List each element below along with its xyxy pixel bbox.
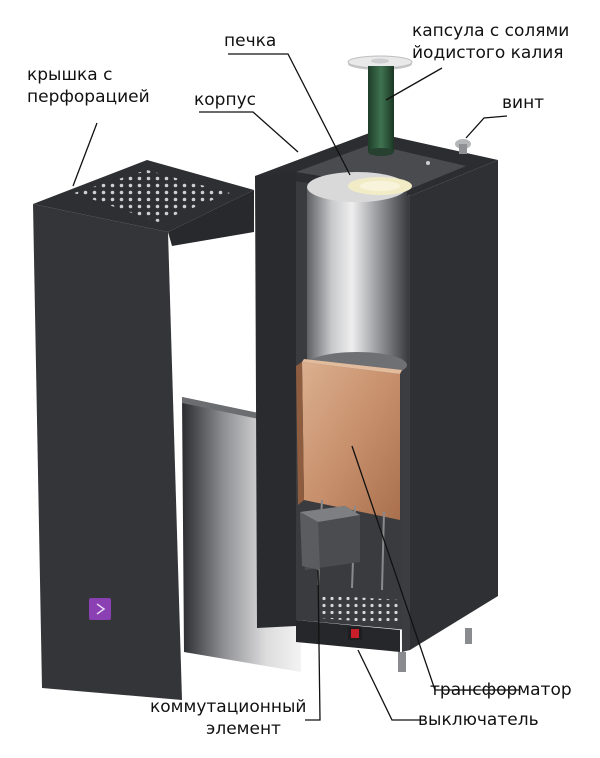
screw	[455, 139, 471, 154]
leader-screw	[465, 115, 508, 139]
leader-lid	[72, 122, 98, 187]
leader-switching	[305, 569, 321, 721]
indicator-logo-icon	[96, 603, 106, 615]
label-switching: коммутационный элемент	[150, 696, 306, 740]
label-switching-line2: элемент	[206, 719, 281, 739]
body-foot	[465, 628, 472, 644]
lid-inner-edge	[168, 190, 254, 246]
capsule	[347, 55, 413, 156]
label-switch: выключатель	[418, 710, 539, 730]
label-transformer: трансформатор	[430, 680, 572, 700]
bottom-grille	[320, 595, 400, 625]
label-stove: печка	[224, 31, 277, 51]
lid-front-face	[33, 204, 182, 700]
leader-stove	[228, 53, 351, 176]
label-capsule: капсула с солями йодистого калия	[412, 20, 569, 64]
stove-cylinder	[307, 172, 412, 378]
label-switching-line1: коммутационный	[150, 697, 307, 717]
leader-transformer	[351, 445, 520, 691]
body-right-wall	[410, 160, 498, 650]
leader-body	[199, 111, 299, 153]
power-switch	[351, 629, 359, 638]
label-lid-line1: крышка с	[27, 65, 113, 85]
switching-element-block	[300, 506, 360, 570]
leader-capsule	[385, 67, 443, 101]
label-body: корпус	[194, 90, 256, 110]
perforation-grid	[74, 170, 230, 222]
label-capsule-line2: йодистого калия	[412, 43, 564, 63]
label-lid: крышка с перфорацией	[27, 64, 150, 108]
label-lid-line2: перфорацией	[27, 87, 150, 107]
perforated-lid	[33, 160, 254, 700]
transformer-block	[296, 359, 402, 591]
body-foot	[398, 652, 406, 672]
leader-switch	[357, 649, 420, 721]
label-screw: винт	[502, 93, 545, 113]
indicator-badge	[89, 598, 111, 620]
capsule-tube	[368, 66, 394, 152]
label-capsule-line1: капсула с солями	[412, 21, 570, 41]
